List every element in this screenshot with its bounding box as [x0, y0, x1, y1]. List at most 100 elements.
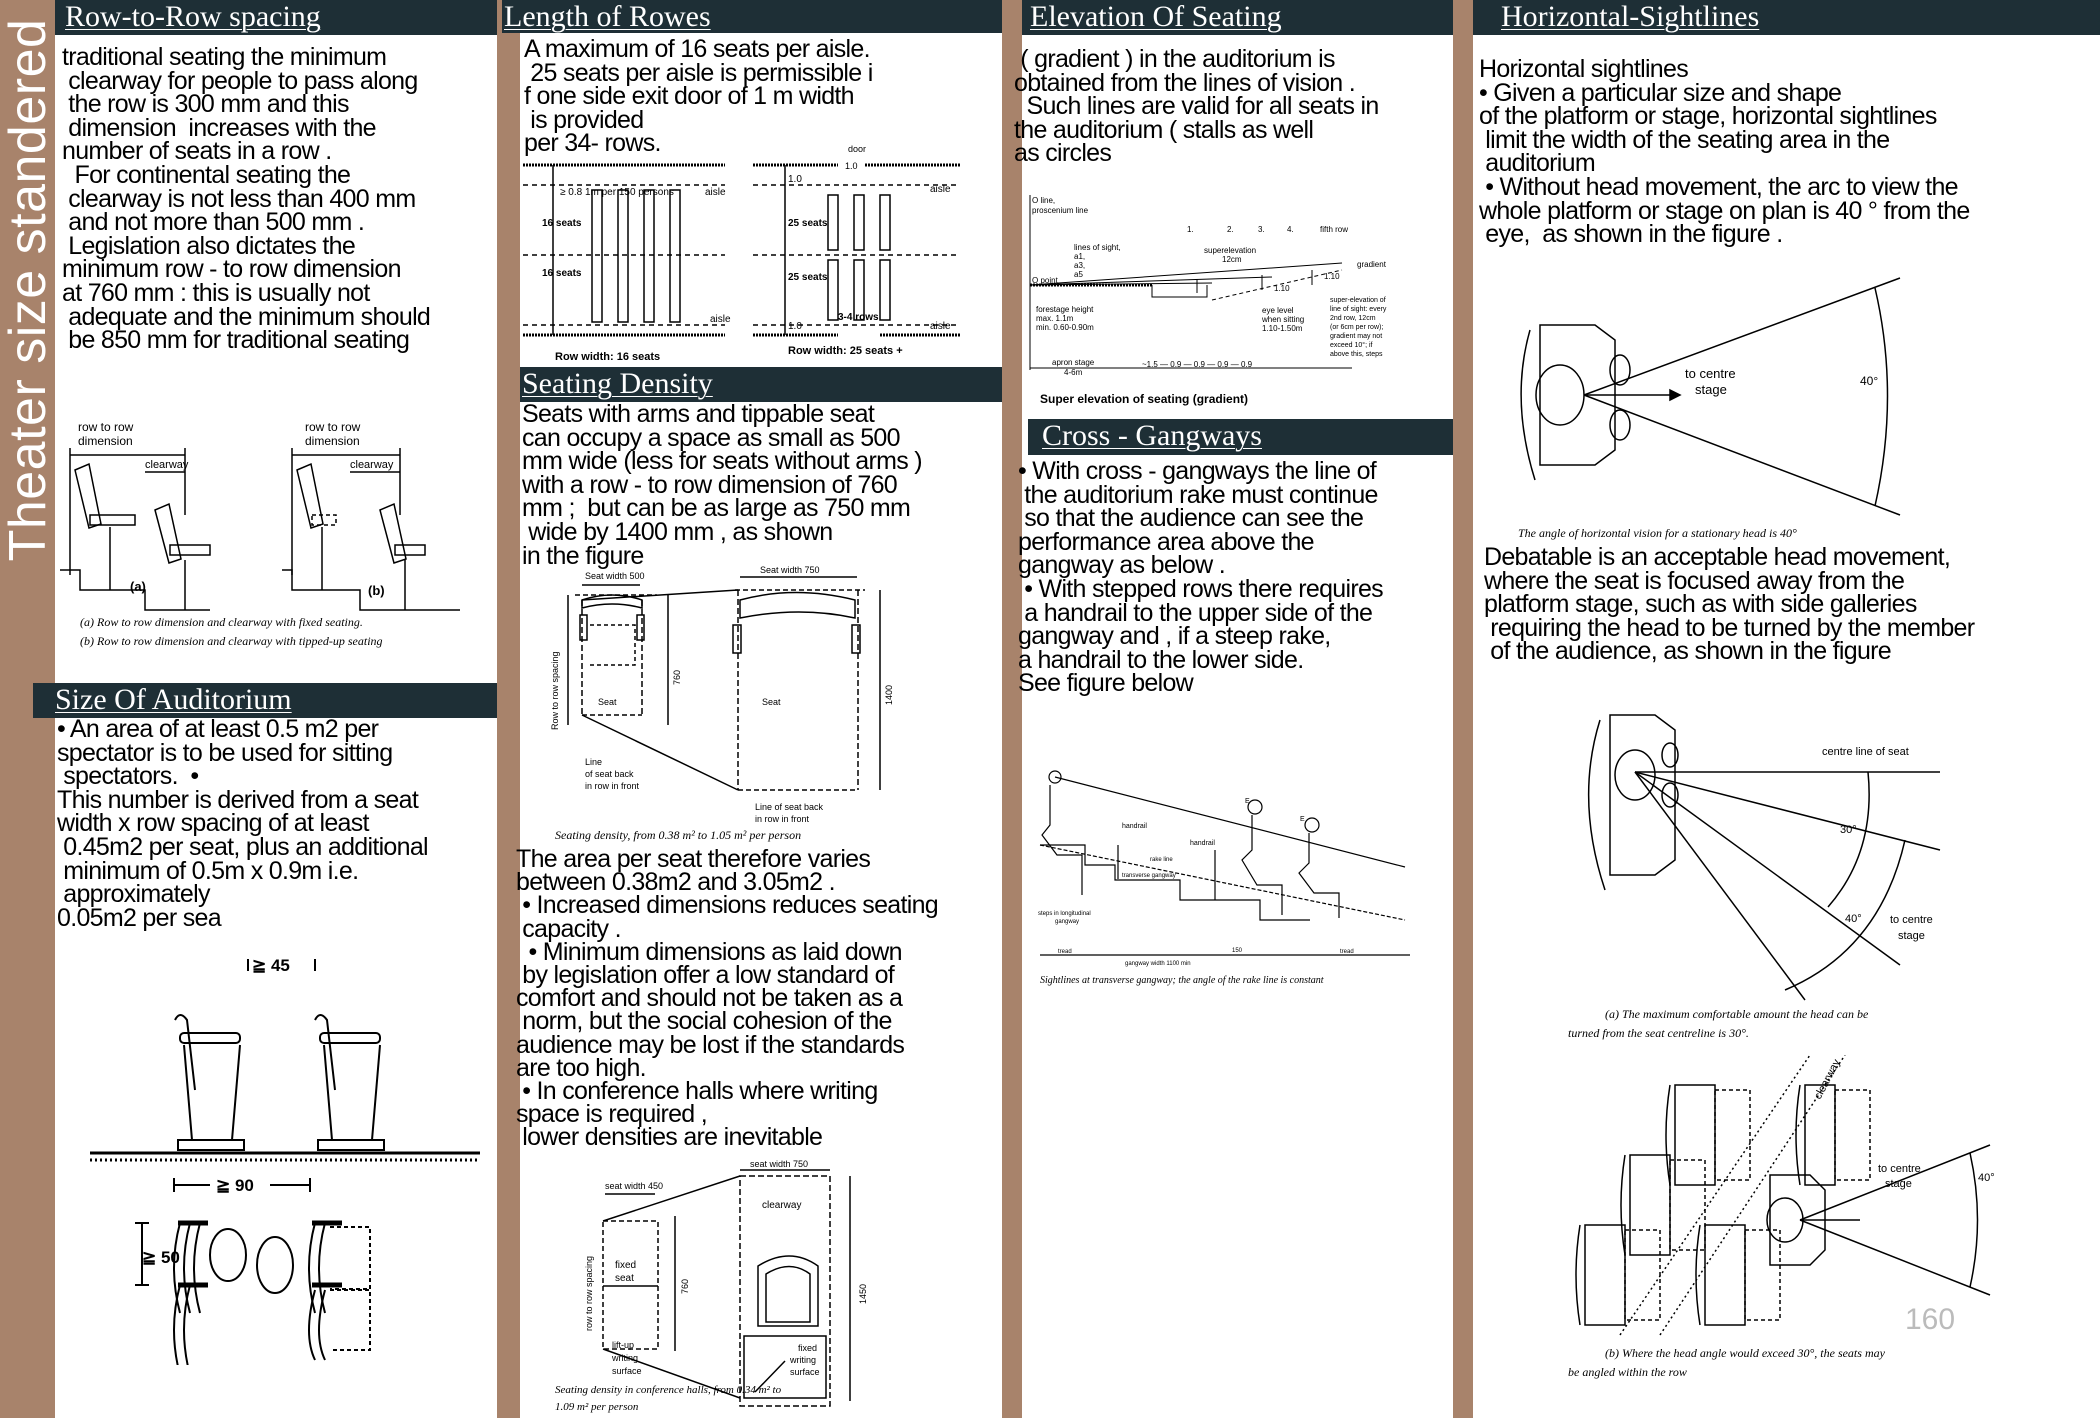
figure-label: max. 1.1m: [1036, 314, 1074, 323]
head-turn-figure: centre line of seat 30° 40° to centre st…: [1568, 714, 1941, 1040]
figure-label: 4.: [1287, 225, 1294, 234]
section-header-rows-length: Length of Rowes: [502, 0, 1002, 33]
figure-label: a1,: [1074, 252, 1085, 261]
row-spacing-text: traditional seating the minimum clearway…: [62, 43, 431, 355]
figure-caption: be angled within the row: [1568, 1365, 1687, 1379]
figure-label: fixed: [615, 1260, 636, 1271]
figure-label: 16 seats: [542, 268, 582, 279]
figure-caption: 1.09 m² per person: [555, 1401, 639, 1413]
auditorium-text: • An area of at least 0.5 m2 per spectat…: [57, 715, 429, 932]
figure-label: min. 0.60-0.90m: [1036, 323, 1094, 332]
section-header-sightlines: Horizontal-Sightlines: [1473, 0, 2100, 35]
figure-label: 4-6m: [1064, 368, 1083, 377]
section-header-row-spacing: Row-to-Row spacing: [55, 0, 497, 35]
section-title: Elevation Of Seating: [1030, 0, 1282, 33]
figure-label: proscenium line: [1032, 206, 1089, 215]
figure-label: 1.0: [845, 161, 858, 171]
figure-label: fixed: [798, 1343, 817, 1353]
figure-label: ≧ 45: [252, 956, 290, 975]
figure-label: 150: [1232, 948, 1243, 954]
elevation-text: ( gradient ) in the auditorium is obtain…: [1014, 45, 1379, 168]
figure-label: Row to row spacing: [550, 651, 560, 730]
figure-label: above this, steps: [1330, 351, 1383, 358]
figure-label: (b): [368, 583, 385, 598]
figure-label: writing: [611, 1353, 638, 1363]
figure-label: lines of sight,: [1074, 243, 1121, 252]
figure-label: 3-4 rows: [838, 312, 879, 323]
figure-label: when sitting: [1261, 315, 1304, 324]
figure-label: 760: [680, 1279, 690, 1294]
figure-label: aisle: [930, 184, 951, 195]
figure-label: to centre: [1890, 914, 1933, 926]
figure-label: Seat: [762, 697, 781, 707]
seating-density-figure: Seat width 500 Seat width 750 Row to row…: [550, 565, 894, 842]
figure-label: in row in front: [755, 814, 810, 824]
figure-label: gangway: [1055, 919, 1079, 925]
figure-label: forestage height: [1036, 305, 1094, 314]
figure-label: seat: [615, 1273, 634, 1284]
figure-label: handrail: [1122, 823, 1147, 830]
figure-label: (a): [130, 579, 146, 594]
conference-density-figure: seat width 750 seat width 450 clearway f…: [555, 1159, 868, 1413]
figure-label: surface: [790, 1367, 820, 1377]
section-header-gangways: Cross - Gangways: [1028, 419, 1453, 455]
figure-label: stage: [1695, 382, 1727, 397]
figure-label: Line: [585, 757, 602, 767]
figure-label: 3.: [1258, 225, 1265, 234]
figure-label: row to row spacing: [584, 1256, 594, 1331]
density-text-2: The area per seat therefore varies betwe…: [516, 845, 939, 1152]
figure-label: seat width 750: [750, 1159, 808, 1169]
figure-caption: Super elevation of seating (gradient): [1040, 392, 1248, 406]
figure-caption: The angle of horizontal vision for a sta…: [1518, 526, 1797, 540]
angled-seats-figure: clearway to centre stage 40° (b) Where t…: [1568, 1055, 1995, 1379]
section-header-elevation: Elevation Of Seating: [1022, 0, 1453, 35]
figure-caption: turned from the seat centreline is 30°.: [1568, 1026, 1749, 1040]
figure-label: gangway width 1100 min: [1125, 961, 1191, 967]
figure-label: to centre: [1685, 366, 1736, 381]
figure-caption: (b) Where the head angle would exceed 30…: [1605, 1346, 1886, 1360]
figure-label: 1.10: [1274, 284, 1290, 293]
figure-label: 30°: [1840, 824, 1857, 836]
figure-label: to centre: [1878, 1163, 1921, 1175]
row-width-figure: ≥ 0.8 1m per 150 persons aisle 16 seats …: [523, 144, 960, 363]
figure-label: O line,: [1032, 196, 1055, 205]
section-title: Length of Rowes: [504, 0, 711, 33]
figure-label: 1.0: [788, 174, 802, 185]
figure-label: gradient: [1357, 260, 1387, 269]
figure-label: dimension: [78, 434, 133, 448]
figure-label: clearway: [145, 459, 189, 471]
column-4-panel: [1473, 0, 2100, 1418]
figure-label: tread: [1340, 949, 1354, 955]
figure-label: 1450: [858, 1284, 868, 1304]
figure-label: Row width: 16 seats: [555, 351, 660, 363]
figure-caption: Seating density in conference halls, fro…: [555, 1384, 782, 1396]
figure-label: apron stage: [1052, 358, 1095, 367]
side-title: Theater size standered: [0, 0, 57, 580]
section-header-auditorium: Size Of Auditorium: [33, 683, 497, 718]
figure-label: row to row: [78, 420, 134, 434]
figure-label: surface: [612, 1366, 642, 1376]
figure-label: 40°: [1845, 913, 1862, 925]
column-2-panel: [520, 0, 1002, 1418]
figure-label: clearway: [762, 1200, 801, 1211]
figure-label: a3,: [1074, 261, 1085, 270]
figure-label: of seat back: [585, 769, 634, 779]
sightlines-text-2: Debatable is an acceptable head movement…: [1484, 543, 1975, 666]
figure-label: super-elevation of: [1330, 297, 1386, 304]
figure-label: fifth row: [1320, 225, 1348, 234]
figure-label: seat width 450: [605, 1181, 663, 1191]
figure-label: row to row: [305, 420, 361, 434]
figure-label: 1.10-1.50m: [1262, 324, 1303, 333]
figure-label: superelevation: [1204, 246, 1256, 255]
figure-label: ~1.5 — 0.9 — 0.9 — 0.9 — 0.9: [1142, 360, 1253, 369]
figure-label: 12cm: [1222, 255, 1242, 264]
figure-label: 40°: [1860, 374, 1878, 388]
figure-label: clearway: [350, 459, 394, 471]
figure-label: clearway: [1812, 1057, 1843, 1101]
figure-label: in row in front: [585, 781, 640, 791]
figure-label: 2nd row, 12cm: [1330, 315, 1376, 322]
gangway-figure: handrail handrail E E rake line transver…: [1038, 770, 1410, 986]
figure-label: aisle: [930, 321, 951, 332]
figure-label: 25 seats: [788, 272, 828, 283]
horizontal-vision-figure: to centre stage 40° The angle of horizon…: [1518, 277, 1901, 540]
